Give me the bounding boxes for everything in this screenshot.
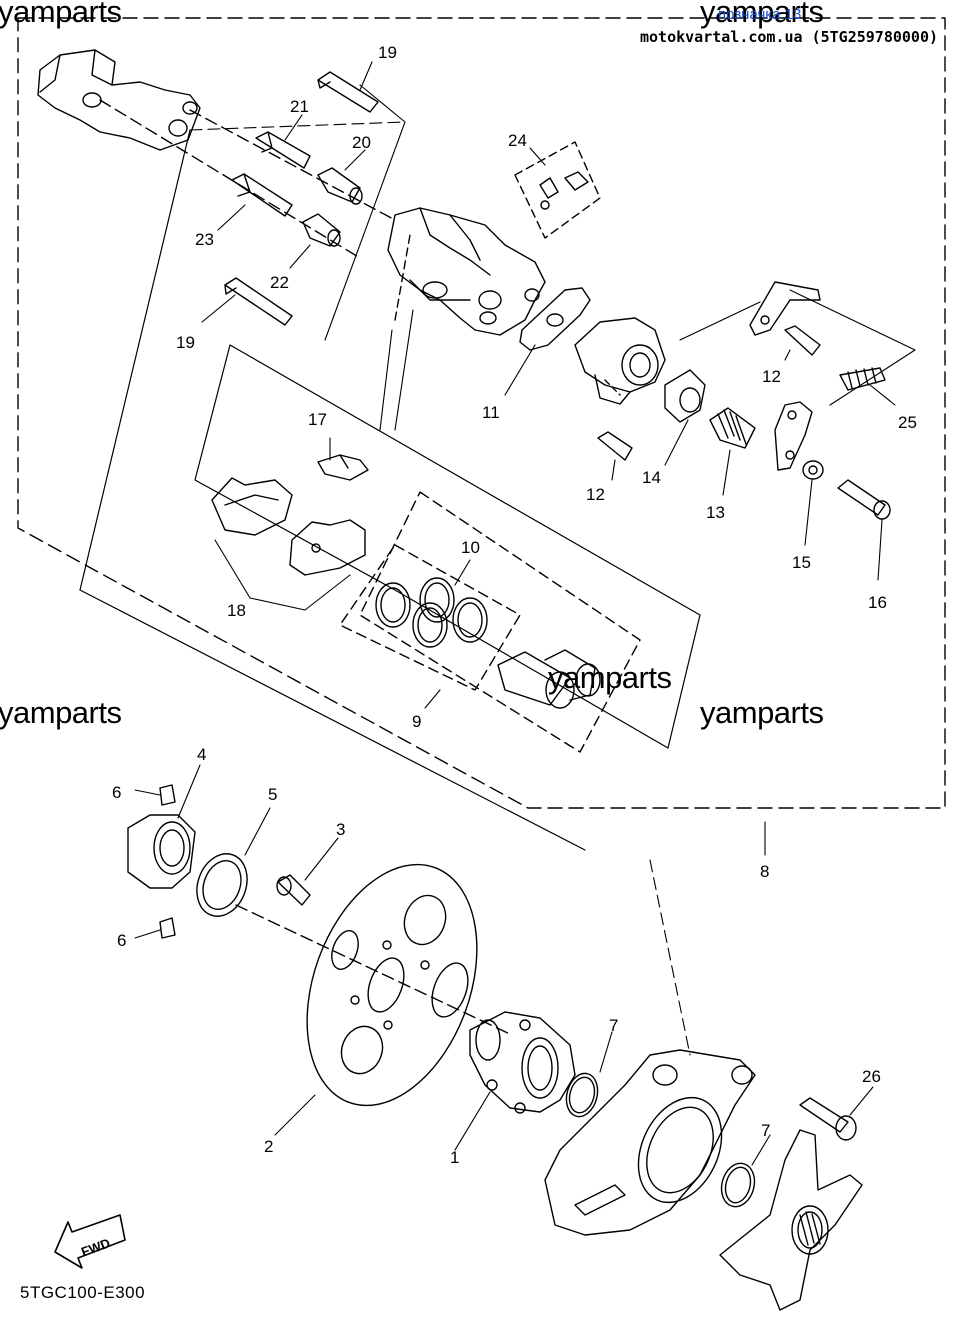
piston-kit-box <box>359 491 641 753</box>
callout-25: 25 <box>898 413 917 432</box>
callout-18: 18 <box>227 601 246 620</box>
callout-10: 10 <box>461 538 480 557</box>
knuckle-plate <box>544 1049 756 1236</box>
callout-16: 16 <box>868 593 887 612</box>
washer-5 <box>196 853 248 917</box>
watermark-center: yamparts <box>548 660 672 695</box>
bolt-26 <box>799 1097 857 1141</box>
fwd-arrow <box>54 1214 126 1269</box>
bracket-lower-line <box>79 589 586 851</box>
site-reference: motokvartal.com.ua (5TG259780000) <box>640 28 939 46</box>
seals-10 <box>375 577 488 648</box>
watermark-mid-left: yamparts <box>0 695 122 730</box>
callout-leaders <box>134 61 896 1166</box>
callout-15: 15 <box>792 553 811 572</box>
callout-5: 5 <box>268 785 277 804</box>
bracket-guide-line <box>79 129 191 591</box>
callout-7-upper: 7 <box>609 1016 618 1035</box>
callout-1: 1 <box>450 1148 459 1167</box>
caliper-bracket <box>37 49 201 151</box>
callout-numbers: 19 21 20 24 23 22 19 11 12 25 17 12 14 1… <box>112 43 917 1167</box>
callout-24: 24 <box>508 131 527 150</box>
callout-3: 3 <box>336 820 345 839</box>
pin-21 <box>255 131 311 169</box>
bolt-16 <box>837 479 891 520</box>
callout-20: 20 <box>352 133 371 152</box>
pistons-9 <box>497 649 601 709</box>
callout-26: 26 <box>862 1067 881 1086</box>
callout-7-lower: 7 <box>761 1121 770 1140</box>
boot-22 <box>302 213 341 247</box>
pin-23 <box>231 173 293 217</box>
brake-pads-18 <box>211 477 366 576</box>
caliper-body-box <box>194 344 701 749</box>
axle-flange <box>719 1129 863 1311</box>
fwd-label: FWD <box>79 1235 112 1259</box>
caliper-body <box>387 207 546 336</box>
bolt-19-lower <box>224 277 293 326</box>
shim-17 <box>317 454 369 481</box>
callout-2: 2 <box>264 1137 273 1156</box>
nut-15 <box>802 460 824 480</box>
callout-12-upper: 12 <box>762 367 781 386</box>
o-ring-7-lower <box>720 1162 756 1208</box>
lever-bracket <box>749 281 821 336</box>
cup-14 <box>664 369 706 423</box>
bookmark-link[interactable]: позначка 13 <box>718 6 802 23</box>
bolt-19-upper <box>317 71 379 113</box>
watermark-top-left: yamparts <box>0 0 122 29</box>
screw-6-lower <box>159 917 176 939</box>
callout-6-upper: 6 <box>112 783 121 802</box>
screw-6-upper <box>159 784 176 806</box>
bleeder-24 <box>514 141 601 239</box>
callout-22: 22 <box>270 273 289 292</box>
seal-kit-box <box>339 544 521 691</box>
bolt-12-lower <box>597 431 633 461</box>
screw-3 <box>276 874 311 906</box>
callout-6-lower: 6 <box>117 931 126 950</box>
adjuster-13 <box>709 407 756 449</box>
watermark-top-right: yamparts <box>700 0 824 29</box>
callout-19-bottom: 19 <box>176 333 195 352</box>
callout-23: 23 <box>195 230 214 249</box>
callout-9: 9 <box>412 712 421 731</box>
callout-17: 17 <box>308 410 327 429</box>
callout-19-top: 19 <box>378 43 397 62</box>
watermark-mid-right: yamparts <box>700 695 824 730</box>
caliper-assembly-boundary <box>17 17 946 809</box>
brake-disc-2 <box>306 863 478 1107</box>
callout-14: 14 <box>642 468 661 487</box>
callout-21: 21 <box>290 97 309 116</box>
bolt-12-upper <box>784 325 821 356</box>
o-ring-7-upper <box>565 1072 599 1118</box>
gasket-11 <box>519 287 591 351</box>
callout-11: 11 <box>482 403 500 422</box>
pin-19-leader <box>324 84 406 341</box>
boot-20 <box>317 167 363 205</box>
callout-4: 4 <box>197 745 206 764</box>
callout-12-lower: 12 <box>586 485 605 504</box>
callout-8: 8 <box>760 862 769 881</box>
diagram-code: 5TGC100-E300 <box>20 1283 146 1302</box>
callout-13: 13 <box>706 503 725 522</box>
lever <box>774 401 813 471</box>
parking-housing <box>574 317 666 405</box>
hub-nut-4 <box>127 814 196 889</box>
hub-1 <box>469 1011 576 1114</box>
spring-25 <box>839 367 886 391</box>
